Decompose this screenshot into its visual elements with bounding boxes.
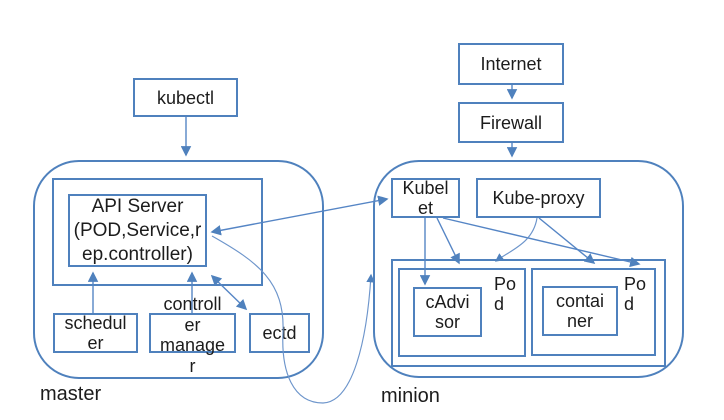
- node-firewall-label: Firewall: [479, 112, 542, 133]
- node-kubectl: kubectl: [133, 78, 238, 117]
- pod-right-label-line2: d: [624, 294, 635, 314]
- scheduler-label-line1: schedul: [64, 313, 127, 333]
- controller-manager-label: controll er manage r: [139, 294, 246, 376]
- api-server-label-line2: (POD,Service,r: [73, 219, 202, 241]
- node-kubectl-label: kubectl: [156, 87, 215, 108]
- container-label-line2: ner: [566, 311, 593, 331]
- node-firewall: Firewall: [458, 102, 564, 143]
- node-api-server: API Server (POD,Service,r ep.controller): [68, 194, 207, 267]
- pod-right-label-line1: Po: [624, 274, 647, 294]
- cadvisor-label-line2: sor: [434, 312, 460, 332]
- api-server-label-line3: ep.controller): [82, 243, 193, 265]
- etcd-label: ectd: [262, 323, 297, 343]
- minion-group-label: minion: [381, 385, 440, 407]
- node-container: contai ner: [542, 286, 618, 336]
- container-label-line1: contai: [555, 291, 605, 311]
- node-pod-left: Po d: [398, 268, 526, 357]
- node-etcd: ectd: [249, 313, 310, 353]
- controller-manager-label-line3: manage: [159, 335, 226, 355]
- controller-manager-label-line4: r: [189, 355, 196, 376]
- pod-left-label-line2: d: [494, 294, 505, 314]
- controller-manager-label-line2: er: [184, 314, 201, 335]
- node-internet-label: Internet: [480, 54, 542, 74]
- pod-left-label-line1: Po: [494, 274, 517, 294]
- master-group-label: master: [40, 383, 102, 405]
- minion-group-frame: [373, 160, 684, 378]
- node-kubelet: Kubel et: [391, 178, 460, 218]
- kubelet-label-line1: Kubel: [402, 178, 449, 198]
- pod-right-label: Po d: [624, 274, 652, 314]
- api-server-label-line1: API Server: [91, 195, 184, 217]
- node-internet: Internet: [458, 43, 564, 85]
- scheduler-label-line2: er: [87, 333, 104, 353]
- kubelet-label-line2: et: [417, 198, 433, 218]
- node-cadvisor: cAdvi sor: [413, 287, 482, 337]
- node-pod-right: Po d: [531, 268, 656, 356]
- node-controller-manager: controll er manage r: [149, 294, 236, 376]
- kube-proxy-label: Kube-proxy: [492, 188, 585, 208]
- pod-left-label: Po d: [494, 274, 522, 314]
- node-scheduler: schedul er: [53, 313, 138, 353]
- node-kube-proxy: Kube-proxy: [476, 178, 601, 218]
- cadvisor-label-line1: cAdvi: [425, 292, 470, 312]
- controller-manager-label-line1: controll: [163, 294, 222, 314]
